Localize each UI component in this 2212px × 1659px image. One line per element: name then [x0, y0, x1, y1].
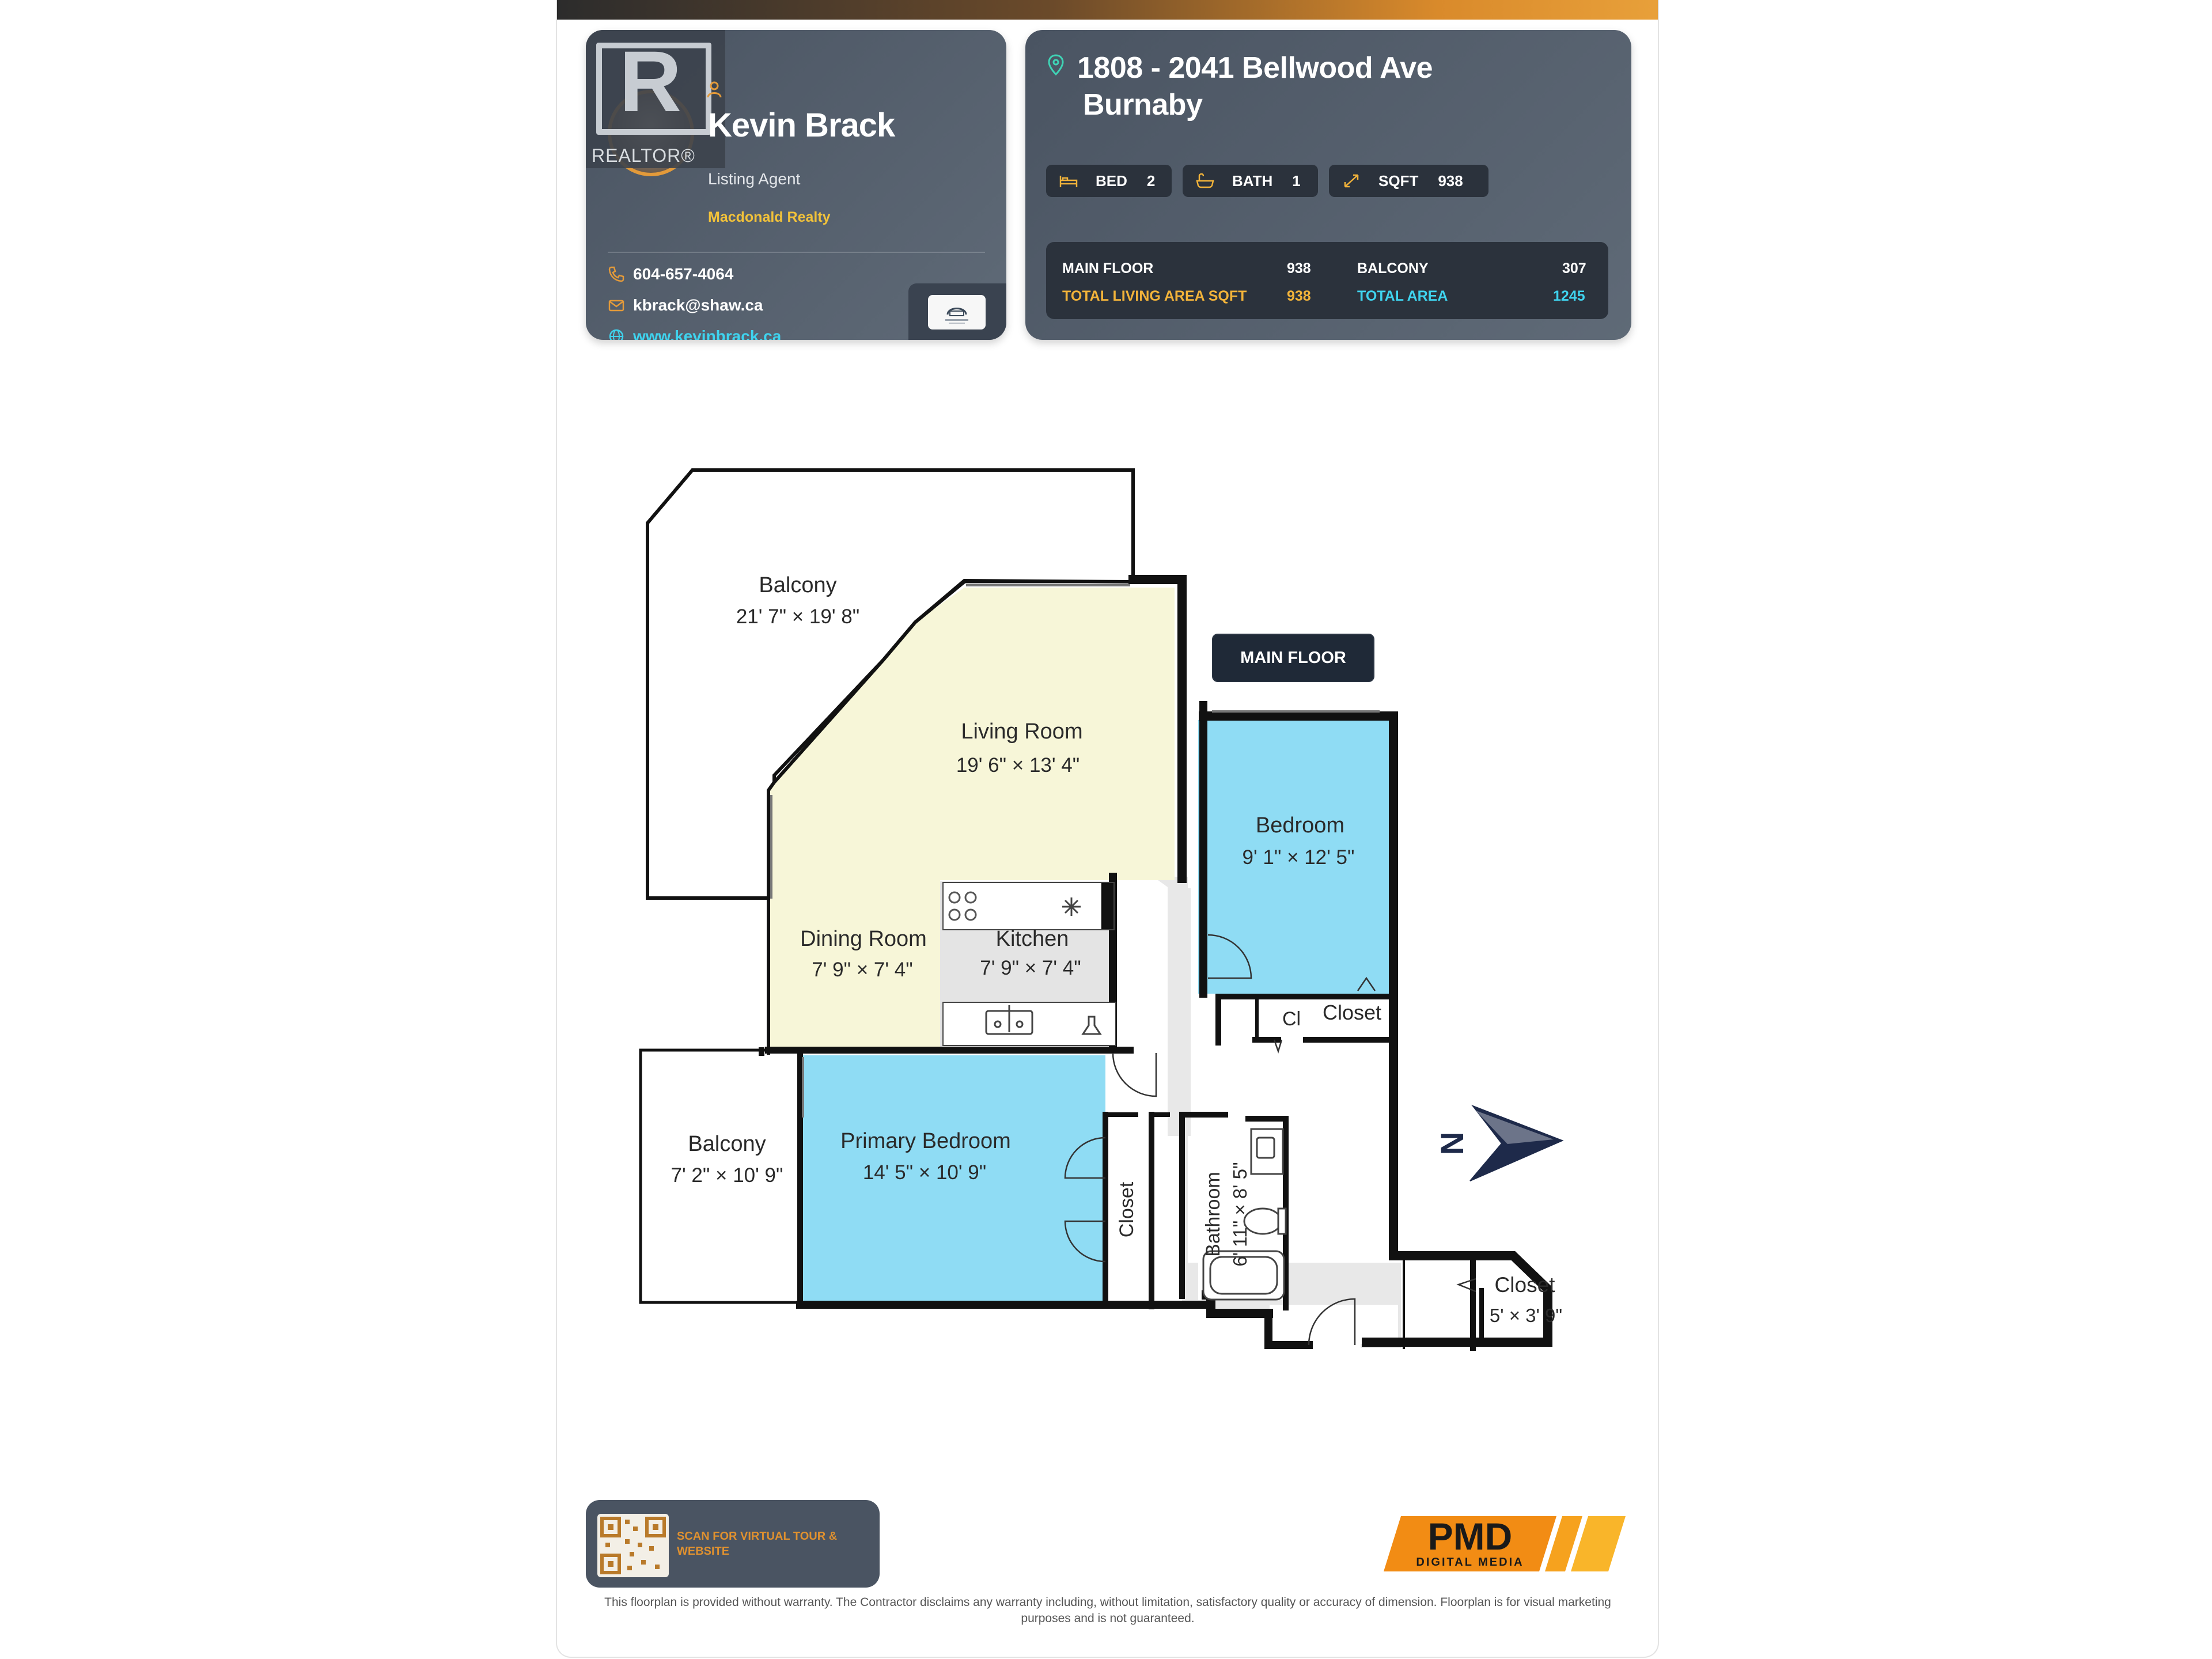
room-dims: 7' 9" × 7' 4" — [980, 957, 1081, 979]
realtor-logo-frame — [596, 43, 711, 135]
bedroom-area — [1198, 720, 1391, 994]
total-living-area-value: 938 — [1287, 288, 1311, 304]
floor-label-badge: MAIN FLOOR — [1212, 634, 1374, 682]
room-dims: 21' 7" × 19' 8" — [736, 605, 859, 628]
room-labels: Balcony 21' 7" × 19' 8" Living Room 19' … — [671, 573, 1563, 1326]
balcony-area-label: BALCONY — [1357, 260, 1429, 276]
living-room-area — [768, 588, 1175, 880]
brand-subtitle: DIGITAL MEDIA — [1416, 1556, 1524, 1569]
agent-website: www.kevinbrack.ca — [633, 327, 782, 340]
address-line-1: 1808 - 2041 Bellwood Ave — [1077, 51, 1433, 85]
brand-name: PMD — [1428, 1515, 1513, 1558]
room-dims: 9' 1" × 12' 5" — [1243, 846, 1355, 869]
agent-website-link[interactable]: www.kevinbrack.ca — [608, 325, 781, 340]
main-floor-area-value: 938 — [1287, 260, 1311, 276]
floorplan: Balcony 21' 7" × 19' 8" Living Room 19' … — [639, 468, 1564, 1351]
room-name: Closet — [1323, 1001, 1381, 1024]
top-accent-bar — [557, 0, 1658, 20]
listing-sheet: R REALTOR® Kevin Brack Listing Agent Mac… — [556, 0, 1659, 1658]
fridge-icon — [1062, 897, 1081, 916]
agent-role: Listing Agent — [708, 170, 801, 188]
doors — [1064, 934, 1476, 1346]
sqft-label: SQFT — [1378, 172, 1419, 190]
dining-room-area — [768, 880, 940, 1047]
broker-logo-mark — [945, 308, 968, 324]
qr-code[interactable] — [597, 1514, 669, 1577]
location-pin-icon — [1048, 54, 1064, 76]
address-line-2: Burnaby — [1083, 88, 1203, 122]
property-card: 1808 - 2041 Bellwood Ave Burnaby BED 2 B… — [1025, 30, 1631, 340]
agent-divider — [608, 252, 985, 253]
room-name: Balcony — [688, 1132, 766, 1156]
primary-bedroom-area — [800, 1055, 1105, 1304]
bath-value: 1 — [1292, 172, 1301, 190]
broker-logo — [928, 295, 986, 329]
room-name: Balcony — [759, 573, 836, 597]
agent-card: R REALTOR® Kevin Brack Listing Agent Mac… — [586, 30, 1006, 340]
room-dims: 6' 11" × 8' 5" — [1229, 1162, 1251, 1266]
bed-stat: BED 2 — [1046, 165, 1172, 197]
room-name: Dining Room — [800, 927, 927, 951]
room-name: Cl — [1282, 1008, 1301, 1030]
room-dims: 19' 6" × 13' 4" — [956, 754, 1080, 777]
balcony-area-value: 307 — [1562, 260, 1586, 276]
room-dims: 7' 2" × 10' 9" — [671, 1164, 783, 1187]
kitchen-counters — [942, 882, 1116, 1046]
area-summary-table: MAIN FLOOR 938 BALCONY 307 TOTAL LIVING … — [1046, 242, 1608, 319]
pmd-digital-media-logo: PMD DIGITAL MEDIA — [1384, 1515, 1626, 1571]
windows — [770, 584, 1380, 1118]
agent-email: kbrack@shaw.ca — [633, 296, 763, 314]
bed-icon — [1059, 176, 1078, 187]
dishwasher-icon — [1081, 1016, 1102, 1035]
bath-label: BATH — [1232, 172, 1273, 190]
qr-card[interactable]: SCAN FOR VIRTUAL TOUR & WEBSITE — [586, 1500, 880, 1588]
room-name: Closet — [1116, 1181, 1138, 1237]
agent-email-link[interactable]: kbrack@shaw.ca — [608, 294, 763, 317]
agent-phone-link[interactable]: 604-657-4064 — [608, 263, 733, 286]
main-floor-area-label: MAIN FLOOR — [1062, 260, 1154, 276]
disclaimer: This floorplan is provided without warra… — [604, 1596, 1611, 1625]
person-icon — [707, 81, 722, 98]
realtor-logo-glyph: R — [619, 33, 682, 130]
bathroom-fixtures — [1202, 1128, 1287, 1301]
room-name: Primary Bedroom — [840, 1129, 1011, 1153]
balcony-small — [639, 1048, 802, 1304]
walls — [759, 575, 1552, 1351]
sqft-stat: SQFT 938 — [1329, 165, 1488, 197]
room-name: Living Room — [961, 719, 1082, 744]
hallway-area-2 — [1168, 888, 1191, 1136]
mail-icon — [608, 300, 624, 312]
agent-name: Kevin Brack — [708, 107, 895, 144]
room-name: Kitchen — [996, 927, 1069, 951]
room-dims: 14' 5" × 10' 9" — [863, 1161, 986, 1184]
agent-company: Macdonald Realty — [708, 209, 831, 225]
expand-icon — [1344, 174, 1359, 188]
bath-icon — [1196, 173, 1214, 188]
broker-logo-badge — [908, 283, 1006, 340]
room-name: Closet — [1495, 1273, 1556, 1297]
total-area-label: TOTAL AREA — [1357, 288, 1448, 304]
total-area-value: 1245 — [1553, 288, 1585, 304]
realtor-logo-text: REALTOR® — [592, 145, 695, 166]
agent-phone: 604-657-4064 — [633, 265, 734, 283]
room-name: Bedroom — [1256, 813, 1344, 838]
north-arrow-icon: N — [1434, 1104, 1564, 1181]
realtor-logo: R REALTOR® — [586, 30, 725, 168]
total-living-area-label: TOTAL LIVING AREA SQFT — [1062, 288, 1247, 304]
qr-code-pattern — [600, 1517, 666, 1574]
bath-stat: BATH 1 — [1183, 165, 1318, 197]
phone-icon — [608, 266, 624, 282]
bed-label: BED — [1096, 172, 1127, 190]
room-name: Bathroom — [1202, 1172, 1224, 1256]
room-dims: 7' 9" × 7' 4" — [812, 959, 912, 981]
qr-caption: SCAN FOR VIRTUAL TOUR & WEBSITE — [677, 1530, 838, 1558]
stove-burners — [948, 891, 977, 921]
globe-icon — [609, 329, 624, 340]
room-dims: 5' × 3' 9" — [1490, 1305, 1562, 1326]
compass-label: N — [1434, 1132, 1470, 1155]
kitchen-sink — [985, 1005, 1033, 1035]
sqft-value: 938 — [1438, 172, 1463, 190]
bed-value: 2 — [1146, 172, 1156, 190]
